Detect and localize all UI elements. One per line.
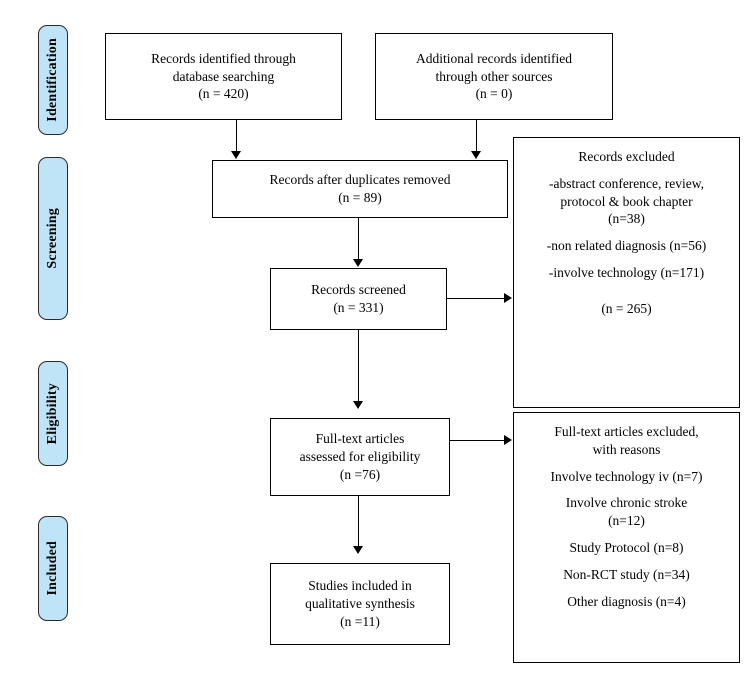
box-records-excluded: Records excluded -abstract conference, r… [513,137,740,408]
box-records-excluded-total: (n = 265) [601,300,652,316]
box-studies-included-line1: Studies included in [308,578,412,594]
box-records-excluded-reason2: -non related diagnosis (n=56) [546,238,707,254]
arrowhead-fulltext-to-included [353,546,363,554]
box-fulltext-excluded: Full-text articles excluded, with reason… [513,412,740,663]
box-records-identified-line2: database searching [172,68,275,84]
connector-screened-to-fulltext [358,330,359,403]
box-studies-included-line2: qualitative synthesis [305,596,415,612]
box-records-excluded-reason1-line2: protocol & book chapter [560,193,693,209]
box-studies-included: Studies included in qualitative synthesi… [270,563,450,645]
box-fulltext-excluded-heading-line1: Full-text articles excluded, [554,424,699,439]
stage-label-screening-text: Screening [45,208,60,269]
box-fulltext-assessed: Full-text articles assessed for eligibil… [270,418,450,496]
stage-label-identification: Identification [38,25,68,135]
box-records-screened: Records screened (n = 331) [270,268,447,330]
box-fulltext-excluded-reason5: Other diagnosis (n=4) [567,593,686,609]
box-records-excluded-reason1-line1: -abstract conference, review, [548,175,705,191]
connector-fulltext-to-excluded [450,440,505,441]
stage-label-included: Included [38,516,68,621]
stage-label-included-text: Included [45,541,60,596]
arrowhead-additional-to-duplicates [471,151,481,159]
box-records-identified: Records identified through database sear… [105,33,342,120]
box-additional-records-line2: through other sources [435,68,553,84]
box-records-identified-line1: Records identified through [151,50,296,66]
box-fulltext-excluded-reason2-line1: Involve chronic stroke [565,495,688,511]
box-records-after-duplicates-count: (n = 89) [338,190,382,205]
box-additional-records-count: (n = 0) [475,86,513,102]
stage-label-identification-text: Identification [45,38,60,122]
box-additional-records: Additional records identified through ot… [375,33,613,120]
connector-screened-to-excluded [447,298,505,299]
arrowhead-duplicates-to-screened [353,259,363,267]
box-additional-records-line1: Additional records identified [416,50,572,66]
box-fulltext-excluded-reason1: Involve technology iv (n=7) [550,468,703,484]
box-records-screened-count: (n = 331) [333,300,384,315]
arrowhead-screened-to-fulltext [353,401,363,409]
connector-additional-to-duplicates [476,120,477,153]
box-records-after-duplicates: Records after duplicates removed (n = 89… [212,160,508,218]
box-records-identified-count: (n = 420) [198,86,249,102]
box-studies-included-count: (n =11) [340,613,380,629]
box-fulltext-excluded-reason3: Study Protocol (n=8) [569,540,684,556]
box-fulltext-excluded-heading-line2: with reasons [592,441,661,457]
stage-label-screening: Screening [38,157,68,320]
connector-identified-to-duplicates [236,120,237,153]
box-fulltext-excluded-reason4: Non-RCT study (n=34) [563,566,690,582]
box-fulltext-assessed-count: (n =76) [339,466,381,482]
connector-fulltext-to-included [358,496,359,548]
box-fulltext-assessed-line2: assessed for eligibility [299,449,421,465]
box-records-excluded-reason1-count: (n=38) [608,211,645,227]
connector-duplicates-to-screened [358,218,359,261]
arrowhead-fulltext-to-excluded [504,435,512,445]
stage-label-eligibility-text: Eligibility [45,382,60,445]
stage-label-eligibility: Eligibility [38,361,68,466]
box-records-after-duplicates-line1: Records after duplicates removed [269,172,451,188]
box-fulltext-excluded-reason2-count: (n=12) [608,513,645,529]
arrowhead-identified-to-duplicates [231,151,241,159]
box-records-excluded-heading: Records excluded [578,149,675,164]
arrowhead-screened-to-excluded [504,293,512,303]
box-records-excluded-reason3: -involve technology (n=171) [548,265,705,281]
box-records-screened-line1: Records screened [311,282,406,298]
box-fulltext-assessed-line1: Full-text articles [315,431,405,447]
